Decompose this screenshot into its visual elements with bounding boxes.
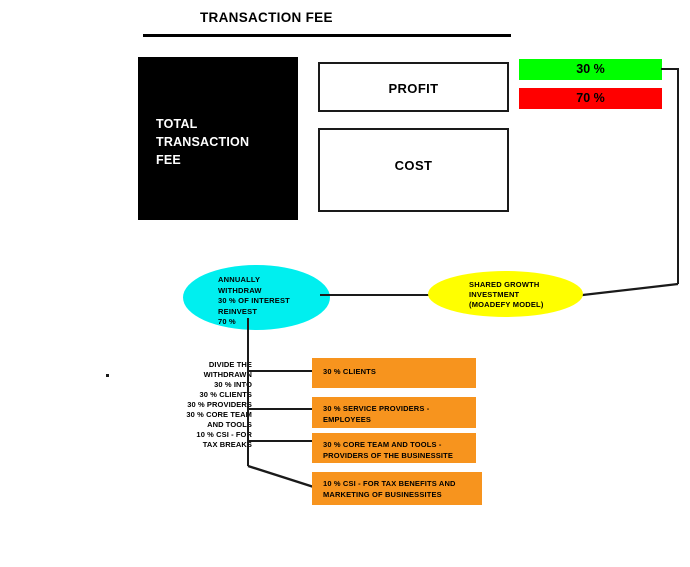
allocation-label-core-team: 30 % CORE TEAM AND TOOLS - PROVIDERS OF … xyxy=(323,440,454,460)
allocation-box-core-team: 30 % CORE TEAM AND TOOLS - PROVIDERS OF … xyxy=(312,433,476,463)
allocation-label-service-providers: 30 % SERVICE PROVIDERS - EMPLOYEES xyxy=(323,404,430,424)
allocation-box-clients: 30 % CLIENTS xyxy=(312,358,476,388)
annual-withdraw-label: ANNUALLY WITHDRAW 30 % OF INTEREST REINV… xyxy=(218,275,290,326)
connector-branch-service-providers xyxy=(249,408,314,410)
connector-withdraw-to-growth xyxy=(320,294,442,296)
allocation-label-csi: 10 % CSI - FOR TAX BENEFITS AND MARKETIN… xyxy=(323,479,456,499)
connector-allocation-trunk xyxy=(247,318,249,466)
allocation-box-csi: 10 % CSI - FOR TAX BENEFITS AND MARKETIN… xyxy=(312,472,482,505)
connector-branch-csi xyxy=(247,464,321,490)
cost-percentage-label: 70 % xyxy=(576,91,605,105)
divide-withdrawn-note: DIVIDE THE WITHDRAWN 30 % INTO 30 % CLIE… xyxy=(186,360,252,449)
total-transaction-fee-label: TOTAL TRANSACTION FEE xyxy=(156,117,250,167)
title-underline xyxy=(143,34,511,37)
stray-dot-marker xyxy=(106,374,109,377)
shared-growth-investment-node: SHARED GROWTH INVESTMENT (MOADEFY MODEL) xyxy=(428,271,583,317)
cost-label: COST xyxy=(394,158,433,173)
profit-label: PROFIT xyxy=(388,81,439,96)
connector-profit-to-growth-diagonal xyxy=(573,282,679,298)
profit-percentage-chip: 30 % xyxy=(519,59,662,80)
connector-branch-core-team xyxy=(249,440,314,442)
connector-branch-clients xyxy=(249,370,314,372)
allocation-box-service-providers: 30 % SERVICE PROVIDERS - EMPLOYEES xyxy=(312,397,476,428)
profit-box: PROFIT xyxy=(318,62,509,112)
cost-box: COST xyxy=(318,128,509,212)
connector-profit-to-growth-top xyxy=(661,68,679,70)
total-transaction-fee-box: TOTAL TRANSACTION FEE xyxy=(138,57,298,220)
page-title: TRANSACTION FEE xyxy=(200,10,333,25)
cost-percentage-chip: 70 % xyxy=(519,88,662,109)
shared-growth-investment-label: SHARED GROWTH INVESTMENT (MOADEFY MODEL) xyxy=(469,280,544,309)
profit-percentage-label: 30 % xyxy=(576,62,605,76)
annual-withdraw-node: ANNUALLY WITHDRAW 30 % OF INTEREST REINV… xyxy=(183,265,330,330)
connector-profit-to-growth-right xyxy=(677,68,679,284)
allocation-label-clients: 30 % CLIENTS xyxy=(323,367,377,376)
